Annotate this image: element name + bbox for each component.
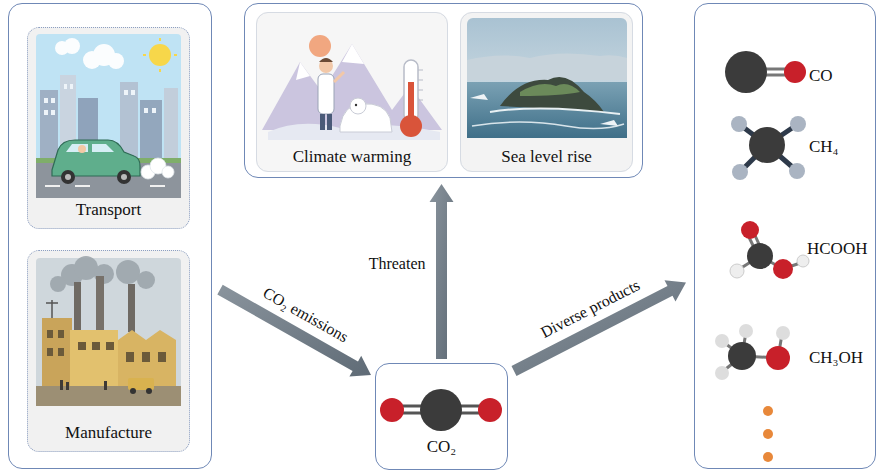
box-ground bbox=[27, 250, 190, 452]
climate-picture bbox=[262, 35, 442, 140]
box-label: Climate warming bbox=[257, 147, 447, 167]
transport-picture bbox=[36, 34, 181, 198]
arrow-label: CO₂ emissions bbox=[258, 283, 353, 347]
co-molecule bbox=[725, 51, 806, 93]
transport-box: Transport bbox=[27, 27, 190, 229]
source-panel: TransportManufacture bbox=[8, 3, 212, 469]
ch3oh-molecule bbox=[715, 324, 790, 380]
box-label: Transport bbox=[28, 200, 189, 220]
hcooh-molecule bbox=[730, 221, 809, 279]
product-panel: CO CH₄ HCOOH CH₃OH bbox=[694, 3, 876, 469]
climate-box: Climate warming bbox=[256, 12, 448, 172]
box-label: CO₂ bbox=[376, 437, 507, 457]
arrow-label: Threaten bbox=[367, 255, 428, 273]
ch4-molecule bbox=[731, 116, 806, 180]
co2-molecule bbox=[380, 389, 502, 431]
arrow-label: Diverse products bbox=[537, 275, 646, 343]
sea-picture bbox=[467, 18, 627, 138]
molecule-label: HCOOH bbox=[807, 239, 867, 259]
box-label: Manufacture bbox=[28, 423, 189, 443]
box-ground bbox=[460, 12, 633, 172]
co2-box: CO₂ bbox=[375, 363, 508, 470]
factory-picture bbox=[36, 256, 181, 406]
sea-level-box: Sea level rise bbox=[460, 12, 633, 172]
block-arrow bbox=[430, 184, 454, 359]
molecule-label: CH₃OH bbox=[809, 348, 863, 368]
manufacture-box: Manufacture bbox=[27, 250, 190, 452]
box-ground bbox=[27, 27, 190, 229]
molecule-label: CH₄ bbox=[809, 137, 839, 157]
molecule-label: CO bbox=[809, 66, 833, 86]
impact-panel: Climate warming Sea level rise bbox=[244, 3, 643, 178]
box-ground bbox=[256, 12, 448, 172]
box-label: Sea level rise bbox=[461, 147, 632, 167]
more-dots bbox=[763, 406, 773, 462]
